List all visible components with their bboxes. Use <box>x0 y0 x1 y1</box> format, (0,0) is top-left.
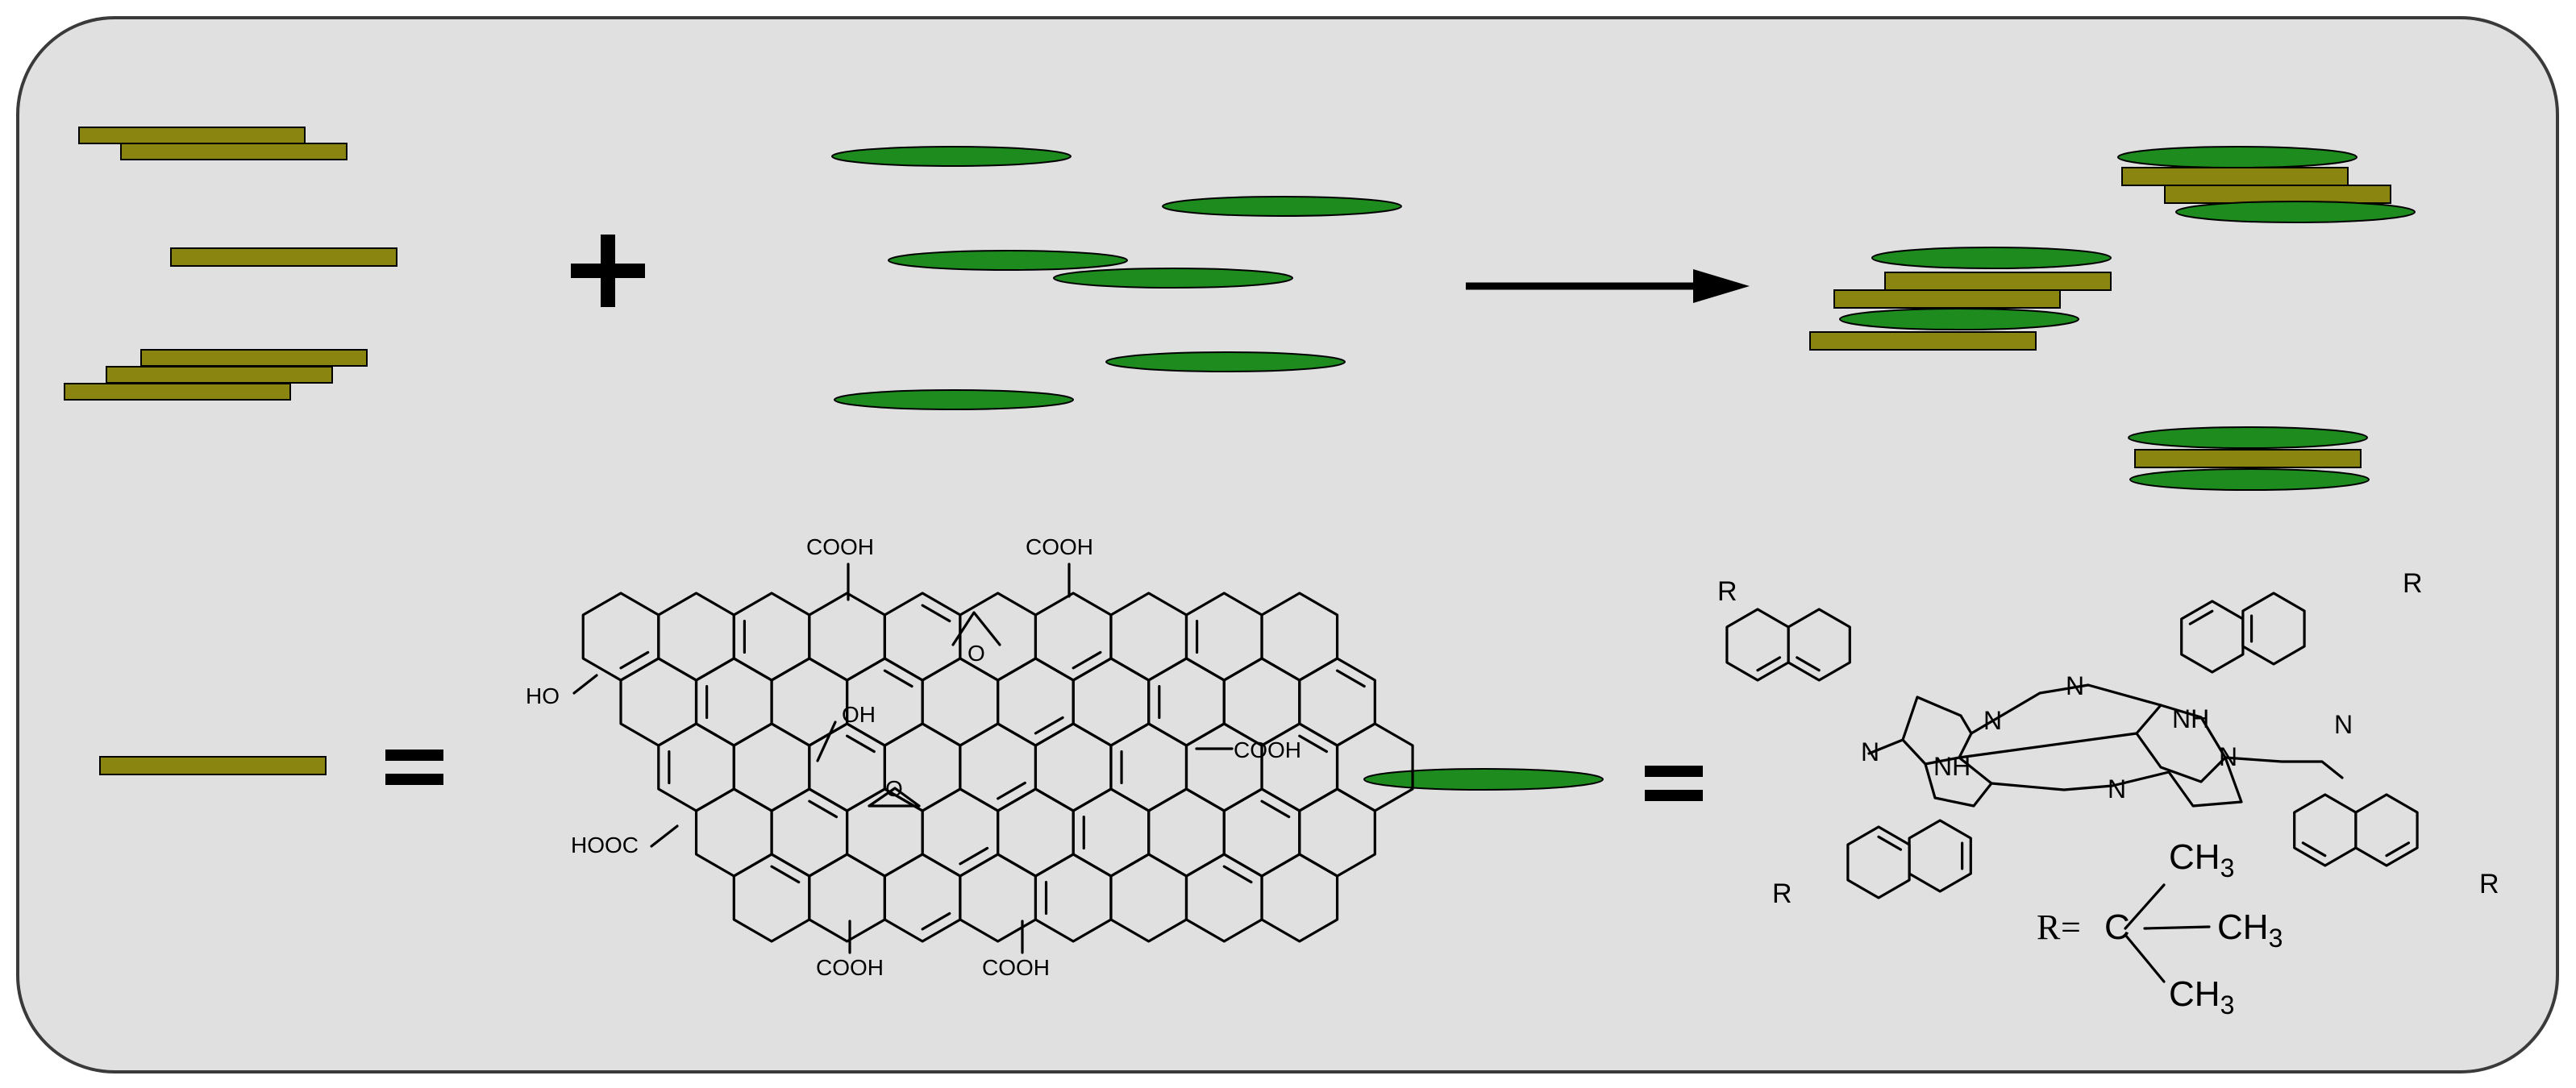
double-bond <box>808 799 839 819</box>
r-group-definition: R = C CH3 CH3 CH3 <box>2037 837 2283 1019</box>
methyl-label: CH3 <box>2169 837 2234 882</box>
graphene-sheet <box>120 143 347 160</box>
double-bond <box>1034 716 1064 735</box>
macrocycle-bonds <box>1867 683 2344 808</box>
double-bond <box>2188 609 2214 625</box>
double-bond <box>921 912 951 931</box>
phthalocyanine-disc <box>1053 268 1293 289</box>
graphene-ring <box>1260 853 1339 943</box>
double-bond <box>1222 865 1253 884</box>
hydroxyl-label: HO <box>526 683 560 708</box>
r-substituent-label: R <box>2403 568 2423 599</box>
graphene-legend-symbol <box>99 756 327 775</box>
nitrogen-label: N <box>1861 737 1879 766</box>
cooh-label: COOH <box>982 955 1050 980</box>
double-bond <box>1298 734 1329 754</box>
double-bond <box>959 846 989 866</box>
phthalocyanine-disc <box>1105 351 1346 372</box>
graphene-sheet <box>78 127 306 144</box>
phthalocyanine-disc <box>1839 308 2079 330</box>
reaction-arrow <box>1466 269 1750 303</box>
benzene-ring <box>2180 600 2245 674</box>
phthalocyanine-disc <box>2117 146 2358 168</box>
graphene-sheet <box>170 247 397 267</box>
carbon-label: C <box>2104 907 2130 947</box>
graphene-sheet <box>140 349 368 367</box>
naphthalene-rings <box>1725 592 2419 899</box>
double-bond <box>1796 656 1821 672</box>
phthalocyanine-disc <box>1162 196 1402 217</box>
double-bond <box>2385 841 2411 858</box>
double-bond <box>1877 835 1903 851</box>
double-bond <box>1260 799 1291 819</box>
epoxide-oxygen-label: O <box>885 776 903 801</box>
phthalocyanine-disc <box>2128 426 2368 449</box>
double-bond <box>2301 841 2327 858</box>
nh-label: NH <box>1933 752 1970 781</box>
double-bond <box>997 781 1026 800</box>
methyl-label: CH3 <box>2169 974 2234 1019</box>
methyl-label: CH3 <box>2217 907 2283 953</box>
phthalocyanine-disc <box>831 146 1072 167</box>
benzene-ring <box>1908 819 1972 893</box>
benzene-ring <box>1787 608 1851 682</box>
r-label: R <box>2037 907 2061 947</box>
phthalocyanine-disc <box>1871 247 2112 269</box>
hexagon-lattice <box>581 592 1414 943</box>
nitrogen-label: N <box>2108 774 2126 804</box>
r-substituent-label: R <box>1772 878 1792 909</box>
phthalocyanine-disc <box>2129 468 2370 491</box>
double-bond <box>845 734 876 754</box>
plus-sign: + <box>571 235 645 307</box>
hybrid-stack-middle <box>1809 247 2112 351</box>
graphene-sheet <box>64 383 291 401</box>
double-bond <box>619 650 650 670</box>
equals-sign-phthalocyanine: = <box>1645 766 1703 801</box>
equals-label: = <box>2061 907 2081 947</box>
cooh-label: COOH <box>816 955 884 980</box>
double-bond <box>1756 656 1782 672</box>
nh-label: NH <box>2172 704 2209 733</box>
graphene-sheet <box>1884 272 2112 291</box>
double-bond <box>883 669 913 688</box>
epoxide-oxygen-label: O <box>968 641 985 666</box>
graphene-sheet <box>1833 289 2061 309</box>
double-bonds <box>619 604 1366 931</box>
phthalocyanine-discs <box>831 146 1402 410</box>
graphene-sheet <box>2121 167 2349 186</box>
graphene-sheet <box>1809 331 2037 351</box>
graphene-sheet <box>2164 185 2391 204</box>
double-bond <box>1072 650 1102 670</box>
double-bond <box>1335 669 1366 688</box>
graphene-oxide-structure: COOH COOH COOH COOH COOH HOOC HO OH O O <box>526 534 1414 980</box>
double-bond <box>921 604 951 623</box>
phthalocyanine-legend-symbol <box>1363 768 1604 791</box>
hybrid-stack-top <box>2117 146 2416 223</box>
phthalocyanine-disc <box>888 250 1128 271</box>
nitrogen-label: N <box>2334 710 2353 739</box>
r-substituent-label: R <box>2479 869 2499 899</box>
phthalocyanine-disc <box>2175 201 2416 223</box>
phthalocyanine-disc <box>834 389 1074 410</box>
hybrid-stack-bottom <box>2128 426 2370 491</box>
graphene-oxide-sheets <box>64 127 397 401</box>
cooh-label: COOH <box>1234 737 1301 762</box>
nitrogen-label: N <box>1983 706 2002 735</box>
substituent-bonds <box>572 563 1234 954</box>
nitrogen-label: N <box>2066 671 2084 700</box>
benzene-ring <box>2293 793 2358 867</box>
graphene-sheet <box>106 366 333 384</box>
phthalocyanine-structure: R R R R N N N N N N NH NH R = C CH3 CH3 … <box>1717 568 2499 1019</box>
graphene-sheet <box>2134 449 2362 468</box>
nitrogen-label: N <box>2219 742 2237 771</box>
benzene-ring <box>2241 592 2306 666</box>
cooh-label: COOH <box>1026 534 1093 559</box>
cooh-label: COOH <box>806 534 874 559</box>
hydroxyl-label: OH <box>842 702 876 727</box>
equals-sign-graphene: = <box>385 750 443 785</box>
double-bond <box>770 865 801 884</box>
hooc-label: HOOC <box>571 833 639 858</box>
r-substituent-label: R <box>1717 576 1737 607</box>
